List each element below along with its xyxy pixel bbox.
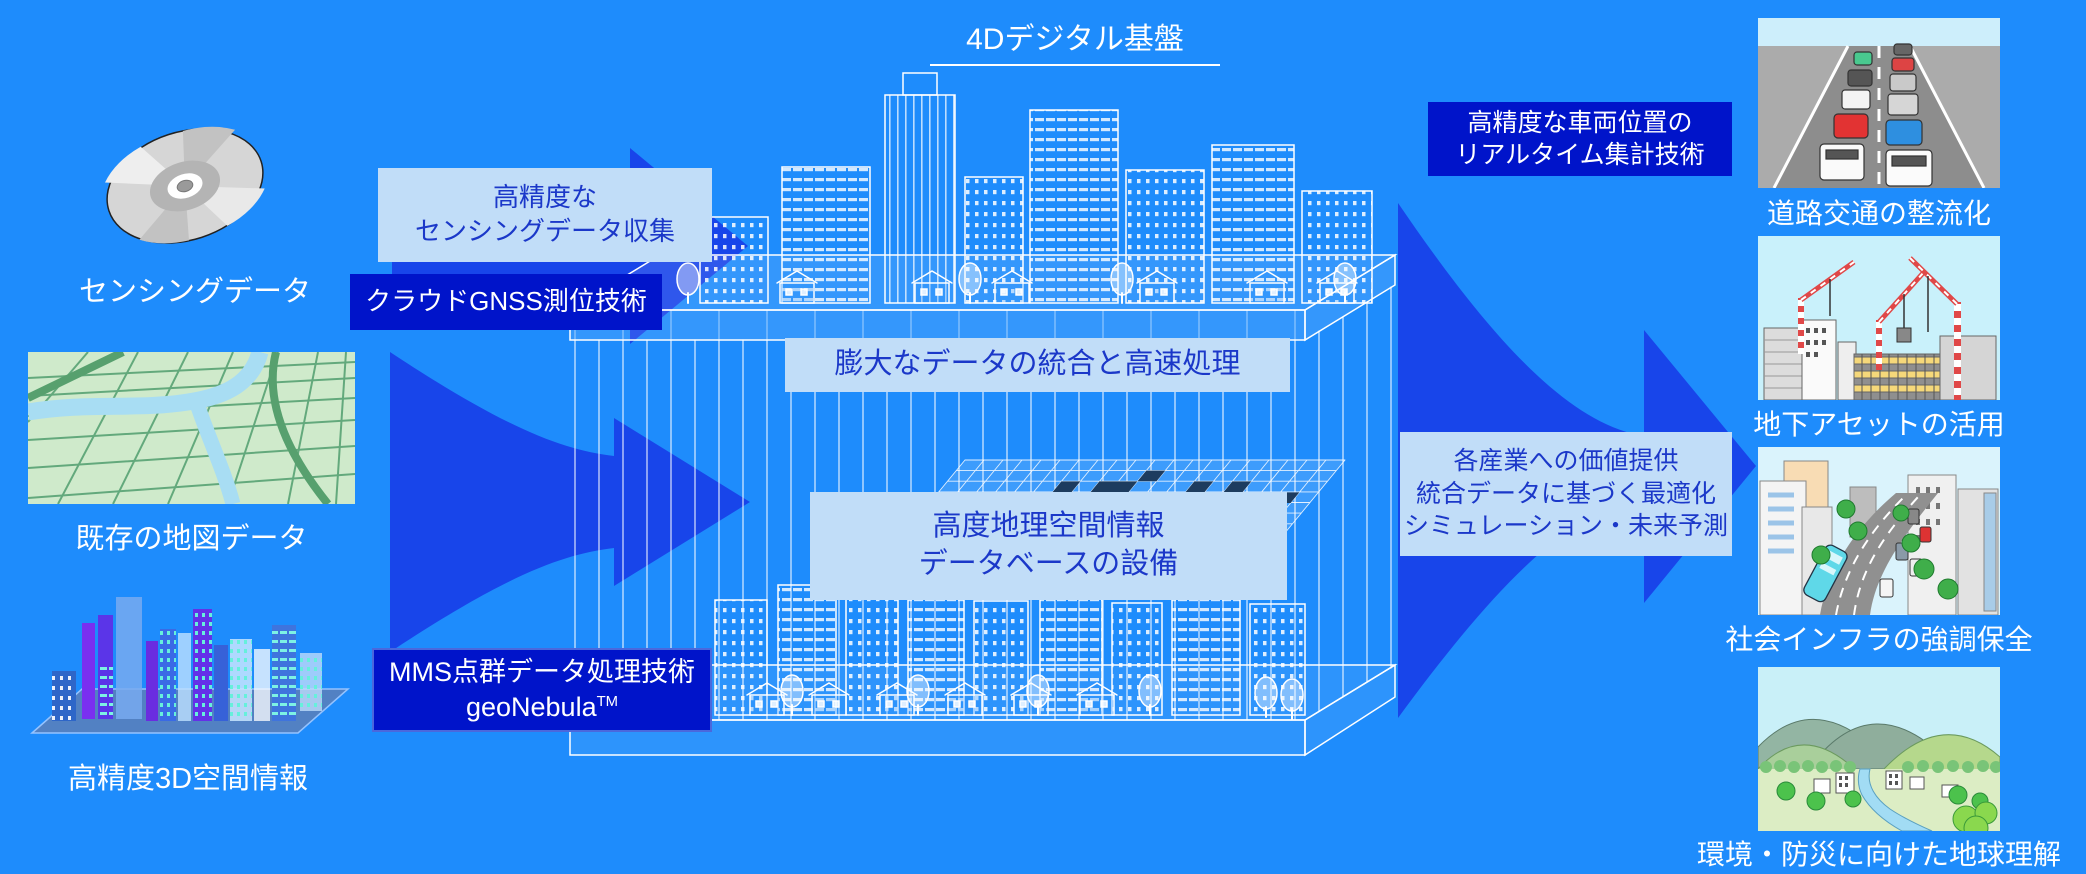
lower-city-wireframe: [714, 570, 1306, 720]
source-label-map: 既存の地図データ: [75, 523, 308, 555]
platform-bottom-label-line1: 高度地理空間情報: [932, 510, 1165, 543]
outcome-label-traffic: 道路交通の整流化: [1766, 198, 1991, 229]
platform-bottom-label-line2: データベースの設備: [918, 548, 1179, 580]
value-box-line3: シミュレーション・未来予測: [1403, 512, 1728, 541]
realtime-box-line2: リアルタイム集計技術: [1455, 141, 1705, 169]
gnss-box: クラウドGNSS測位技術: [350, 274, 662, 330]
outcome-label-infrastructure: 社会インフラの強調保全: [1725, 624, 2033, 655]
platform-bottom-label-box: 高度地理空間情報 データベースの設備: [810, 492, 1287, 600]
outcome-label-environment: 環境・防災に向けた地球理解: [1697, 839, 2062, 870]
arrow-map-3d: [390, 352, 750, 652]
landscape-illustration: [1758, 667, 2000, 831]
road-traffic-illustration: [1758, 18, 2000, 188]
value-box-line1: 各産業への価値提供: [1453, 447, 1679, 476]
sensing-collection-box: 高精度な センシングデータ収集: [378, 168, 712, 262]
source-label-sensing: センシングデータ: [78, 276, 311, 308]
realtime-box: 高精度な車両位置の リアルタイム集計技術: [1428, 102, 1732, 176]
geonebula-label: geoNebula: [465, 692, 597, 722]
trademark-mark: TM: [596, 694, 619, 710]
top-slab: [567, 253, 1398, 342]
realtime-box-line1: 高精度な車両位置の: [1467, 108, 1693, 137]
value-box-line2: 統合データに基づく最適化: [1415, 479, 1716, 508]
mms-box: MMS点群データ処理技術 geoNebulaTM: [372, 648, 712, 732]
outcome-label-underground: 地下アセットの活用: [1753, 409, 2005, 440]
3d-city-illustration: [30, 597, 350, 734]
platform-top-label-box: 膨大なデータの統合と高速処理: [785, 338, 1290, 392]
platform-top-label: 膨大なデータの統合と高速処理: [834, 348, 1241, 381]
urban-infrastructure-illustration: [1758, 447, 2000, 615]
source-label-3d: 高精度3D空間情報: [67, 763, 309, 795]
3d-buildings: [52, 597, 322, 721]
sensing-collection-line2: センシングデータ収集: [414, 216, 675, 246]
value-box: 各産業への価値提供 統合データに基づく最適化 シミュレーション・未来予測: [1400, 432, 1732, 556]
bottom-slab: [567, 663, 1398, 757]
mms-box-line2: geoNebulaTM: [466, 690, 618, 725]
page-title: 4Dデジタル基盤: [930, 14, 1220, 66]
construction-site-illustration: [1758, 236, 2000, 400]
cd-disc-illustration: [105, 126, 265, 244]
mms-box-line1: MMS点群データ処理技術: [389, 656, 695, 687]
gnss-box-label: クラウドGNSS測位技術: [365, 286, 647, 317]
cranes: [1798, 256, 1961, 400]
platform-cube-illustration: [567, 72, 1398, 757]
top-city-wireframe: [676, 72, 1373, 304]
sensing-collection-line1: 高精度な: [492, 182, 597, 213]
map-illustration: [28, 352, 355, 504]
